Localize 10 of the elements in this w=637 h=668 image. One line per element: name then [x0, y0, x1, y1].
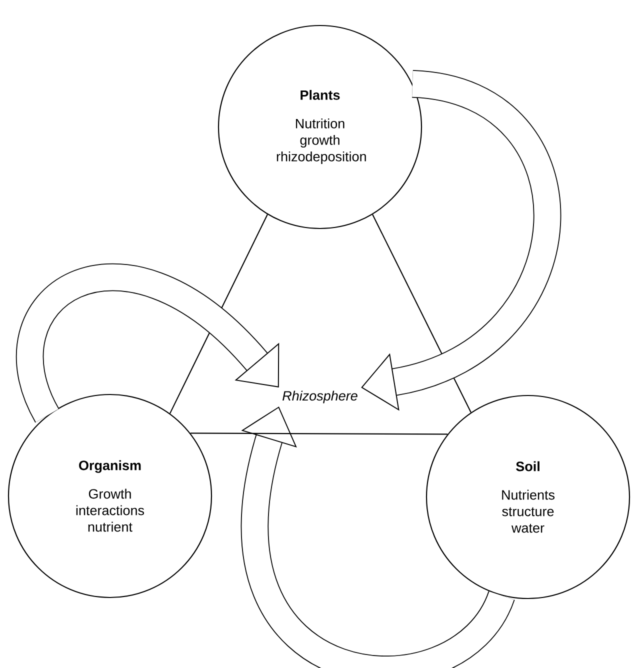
connector-line [372, 214, 472, 413]
circle-node: Soil Nutrients structure water [426, 394, 630, 600]
connector-line [170, 214, 268, 414]
ribbon-arrow [16, 264, 280, 422]
circle-node: Organism Growth interactions nutrient [8, 394, 212, 598]
ribbon-arrow [241, 406, 514, 668]
center-label: Rhizosphere [282, 390, 358, 404]
ribbon-arrow [361, 70, 561, 411]
connector-line [190, 432, 448, 435]
circle-node: Plants Nutrition growth rhizodeposition [218, 24, 422, 230]
